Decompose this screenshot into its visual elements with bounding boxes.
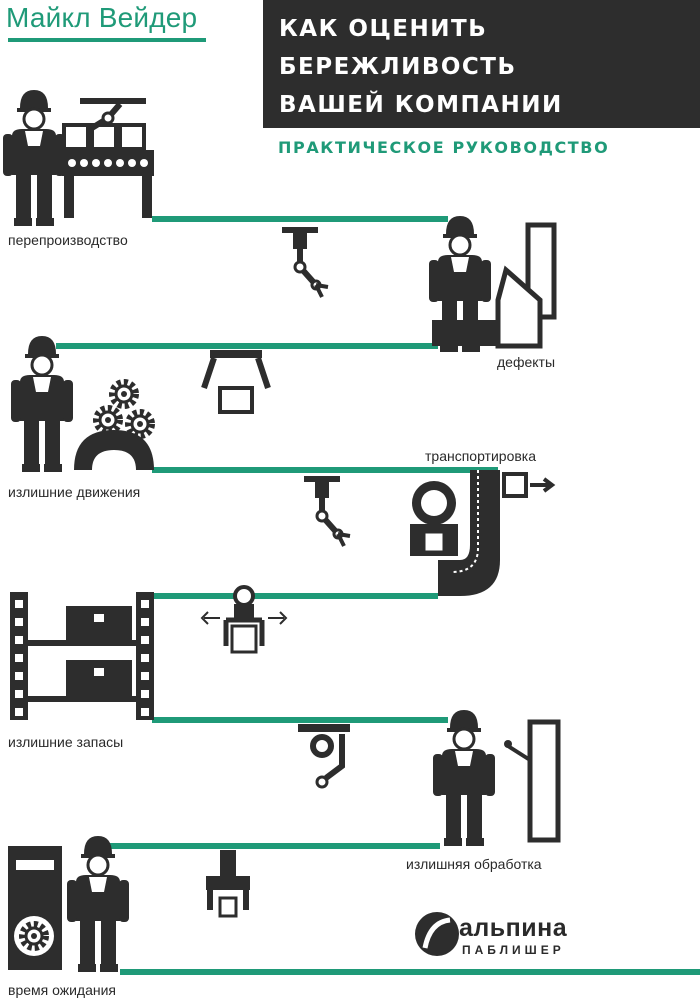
box-icon bbox=[66, 606, 132, 640]
label-excess-inventory: излишние запасы bbox=[8, 734, 124, 750]
publisher-name: альпина bbox=[459, 914, 568, 942]
robot-arm-icon bbox=[200, 585, 288, 654]
conveyor-icon bbox=[62, 123, 154, 218]
gear-icon bbox=[74, 382, 154, 470]
process-lines bbox=[56, 216, 700, 975]
storage-rack-icon bbox=[10, 592, 154, 720]
label-waiting: время ожидания bbox=[8, 982, 117, 998]
worker-icon bbox=[410, 481, 458, 556]
machine-panel-icon bbox=[504, 719, 561, 843]
worker-icon bbox=[65, 834, 131, 974]
label-excess-motion: излишние движения bbox=[8, 484, 141, 500]
conveyor-icon bbox=[438, 470, 556, 596]
worker-icon bbox=[431, 708, 497, 848]
label-transport: транспортировка bbox=[425, 448, 537, 464]
robot-arm-icon bbox=[282, 227, 328, 297]
title-line-2: БЕРЕЖЛИВОСТЬ bbox=[279, 54, 517, 80]
robot-arm-icon bbox=[80, 98, 146, 131]
label-overproduction: перепроизводство bbox=[8, 232, 128, 248]
label-defects: дефекты bbox=[497, 354, 556, 370]
robot-arm-icon bbox=[298, 724, 350, 789]
worker-icon bbox=[1, 88, 67, 228]
author-underline bbox=[8, 38, 206, 42]
robot-arm-icon bbox=[304, 476, 350, 546]
title-line-3: ВАШЕЙ КОМПАНИИ bbox=[279, 92, 563, 118]
publisher-sub: ПАБЛИШЕР bbox=[462, 943, 565, 957]
author-name: Майкл Вейдер bbox=[6, 2, 198, 33]
subtitle: ПРАКТИЧЕСКОЕ РУКОВОДСТВО bbox=[278, 138, 610, 157]
robot-arm-icon bbox=[206, 850, 250, 918]
label-excess-processing: излишняя обработка bbox=[406, 856, 542, 872]
box-icon bbox=[66, 660, 132, 696]
title-line-1: КАК ОЦЕНИТЬ bbox=[279, 16, 488, 42]
title-block: КАК ОЦЕНИТЬ БЕРЕЖЛИВОСТЬ ВАШЕЙ КОМПАНИИ bbox=[263, 0, 700, 128]
machine-panel-icon bbox=[432, 222, 557, 349]
machine-panel-icon bbox=[8, 846, 62, 970]
publisher-logo-icon bbox=[415, 912, 459, 956]
worker-icon bbox=[9, 334, 75, 474]
robot-arm-icon bbox=[201, 350, 271, 414]
